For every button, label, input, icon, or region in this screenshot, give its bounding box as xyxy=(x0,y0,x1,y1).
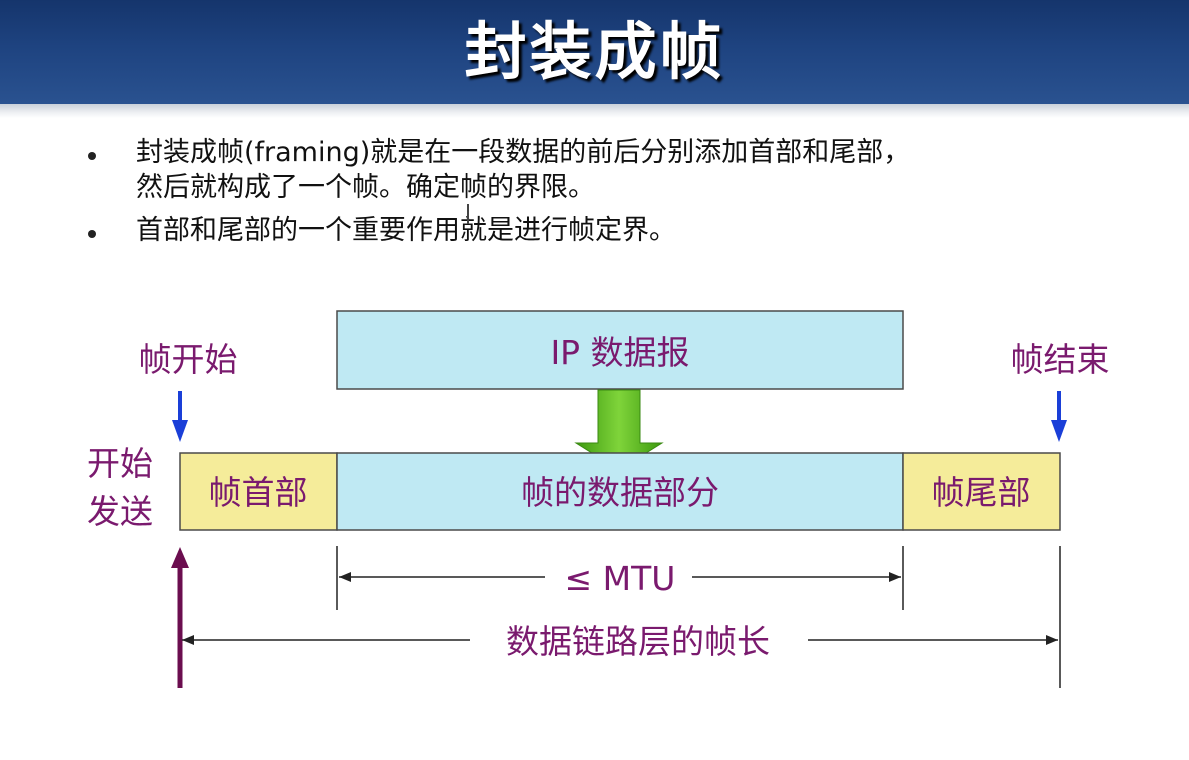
frame-start-label: 帧开始 xyxy=(139,340,238,379)
bullet-list: 封装成帧(framing)就是在一段数据的前后分别添加首部和尾部， 然后就构成了… xyxy=(0,132,1189,272)
frame-data-box xyxy=(336,452,904,531)
bullet-1-line-2: 然后就构成了一个帧。确定帧的界限。 xyxy=(136,172,595,203)
start-send-label-line-1: 开始 xyxy=(87,444,153,483)
frame-trailer-label: 帧尾部 xyxy=(932,473,1031,512)
frame-trailer-box xyxy=(902,452,1061,531)
bullet-2-line-1: 首部和尾部的一个重要作用就是进行帧定界。 xyxy=(136,215,676,246)
bullet-dot xyxy=(88,230,96,238)
start-send-label-line-2: 发送 xyxy=(87,492,153,531)
text-cursor-icon xyxy=(467,204,469,224)
frame-header-label: 帧首部 xyxy=(209,473,308,512)
title-bar-shadow xyxy=(0,104,1189,118)
bullet-dot xyxy=(88,152,96,160)
ip-datagram-box xyxy=(336,310,904,390)
frame-data-label: 帧的数据部分 xyxy=(521,473,719,512)
frame-start-arrow xyxy=(172,391,188,442)
frame-end-label: 帧结束 xyxy=(1011,340,1110,379)
title-bar xyxy=(0,0,1189,104)
ip-datagram-label: IP 数据报 xyxy=(550,333,689,372)
start-send-arrow xyxy=(171,547,189,688)
frame-length-dimension xyxy=(182,546,1061,688)
frame-end-arrow xyxy=(1051,391,1067,442)
bullet-1-line-1: 封装成帧(framing)就是在一段数据的前后分别添加首部和尾部， xyxy=(136,137,911,168)
mtu-dimension xyxy=(336,546,904,610)
frame-length-label: 数据链路层的帧长 xyxy=(506,622,770,661)
frame-header-box xyxy=(179,452,338,531)
mtu-label: ≤ MTU xyxy=(565,559,676,598)
slide-title: 封装成帧 xyxy=(464,15,725,88)
